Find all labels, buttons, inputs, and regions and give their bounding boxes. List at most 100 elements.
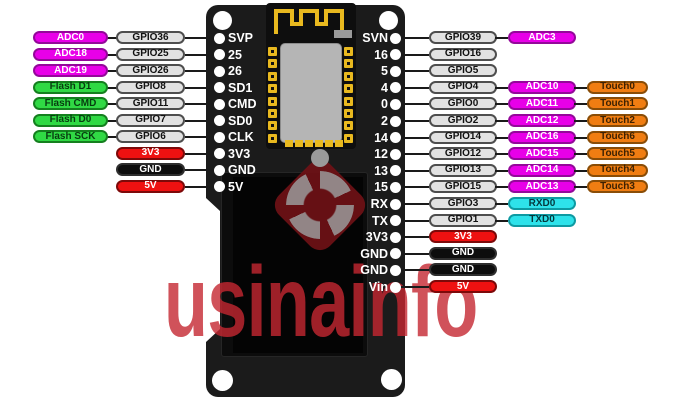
wire — [495, 103, 508, 106]
badge-ADC18: ADC18 — [33, 47, 108, 61]
badge-GND: GND — [429, 263, 497, 277]
wire — [495, 169, 508, 172]
badge-Flash-CMD: Flash CMD — [33, 97, 108, 111]
wire — [495, 136, 508, 139]
pin-name: 12 — [374, 147, 388, 162]
pin-hole — [389, 165, 401, 177]
wire — [185, 119, 214, 122]
badge-GPIO2: GPIO2 — [429, 114, 497, 127]
pin-hole — [389, 198, 401, 210]
board-left-notch — [206, 198, 220, 342]
pin-name: 26 — [228, 64, 242, 79]
pin-name: CLK — [228, 130, 254, 145]
pin-hole — [213, 164, 225, 176]
wire — [401, 120, 429, 122]
badge-5V: 5V — [429, 280, 497, 293]
wire — [574, 86, 587, 89]
wire — [495, 186, 508, 189]
esp32-module — [266, 3, 356, 149]
badge-ADC12: ADC12 — [508, 114, 576, 127]
module-component — [334, 30, 352, 38]
pin-hole — [213, 148, 225, 160]
wire — [401, 86, 429, 89]
wire — [574, 120, 587, 122]
wire — [401, 103, 429, 106]
pin-hole — [389, 115, 401, 127]
wire — [495, 86, 508, 89]
pin-hole — [389, 98, 401, 110]
wire — [185, 103, 214, 106]
pin-name: Vin — [368, 280, 388, 294]
pin-hole — [389, 215, 401, 227]
badge-GPIO13: GPIO13 — [429, 163, 497, 177]
wire — [106, 103, 118, 106]
badge-ADC14: ADC14 — [508, 163, 576, 177]
badge-GPIO36: GPIO36 — [116, 31, 185, 44]
badge-GPIO39: GPIO39 — [429, 31, 497, 44]
pin-hole — [213, 65, 225, 77]
wire — [185, 86, 214, 89]
badge-Touch4: Touch4 — [587, 163, 648, 177]
wire — [574, 186, 587, 189]
watermark-logo-swirl — [286, 171, 354, 239]
pin-hole — [213, 98, 225, 110]
pin-hole — [213, 181, 225, 193]
wire — [574, 153, 587, 156]
pin-name: 3V3 — [228, 146, 251, 161]
wire — [185, 152, 214, 155]
pin-hole — [389, 181, 401, 193]
wire — [401, 37, 429, 39]
badge-3V3: 3V3 — [116, 146, 185, 160]
wire — [106, 37, 118, 39]
watermark-text: usinainfo — [164, 246, 478, 358]
badge-Flash-D1: Flash D1 — [33, 80, 108, 94]
badge-ADC16: ADC16 — [508, 130, 576, 144]
pin-hole — [389, 49, 401, 61]
pin-name: CMD — [228, 97, 257, 112]
badge-GPIO25: GPIO25 — [116, 47, 185, 61]
badge-TXD0: TXD0 — [508, 213, 576, 227]
wire — [401, 269, 429, 272]
pin-hole — [389, 148, 401, 160]
module-pad — [268, 96, 277, 106]
module-pad — [285, 140, 293, 147]
pin-name: 3V3 — [365, 230, 388, 245]
badge-ADC3: ADC3 — [508, 31, 576, 44]
wire — [106, 119, 118, 122]
badge-5V: 5V — [116, 179, 185, 193]
wire — [401, 286, 429, 288]
pin-name: 2 — [381, 114, 388, 128]
wire — [495, 203, 508, 205]
pin-name: GND — [360, 263, 388, 278]
badge-Touch1: Touch1 — [587, 97, 648, 111]
wire — [401, 70, 429, 73]
module-pad — [268, 71, 277, 81]
pin-hole — [389, 32, 401, 44]
module-pad — [344, 71, 353, 81]
wire — [401, 53, 429, 56]
pin-name: 16 — [374, 47, 388, 62]
module-pad — [344, 96, 353, 106]
badge-GPIO1: GPIO1 — [429, 213, 497, 227]
wire — [401, 203, 429, 205]
module-pad — [268, 47, 277, 56]
wire — [401, 252, 429, 255]
wire — [495, 219, 508, 222]
module-pad — [305, 140, 313, 147]
badge-ADC13: ADC13 — [508, 180, 576, 194]
pin-name: 4 — [381, 80, 388, 95]
pin-hole — [389, 231, 401, 243]
badge-ADC0: ADC0 — [33, 31, 108, 44]
